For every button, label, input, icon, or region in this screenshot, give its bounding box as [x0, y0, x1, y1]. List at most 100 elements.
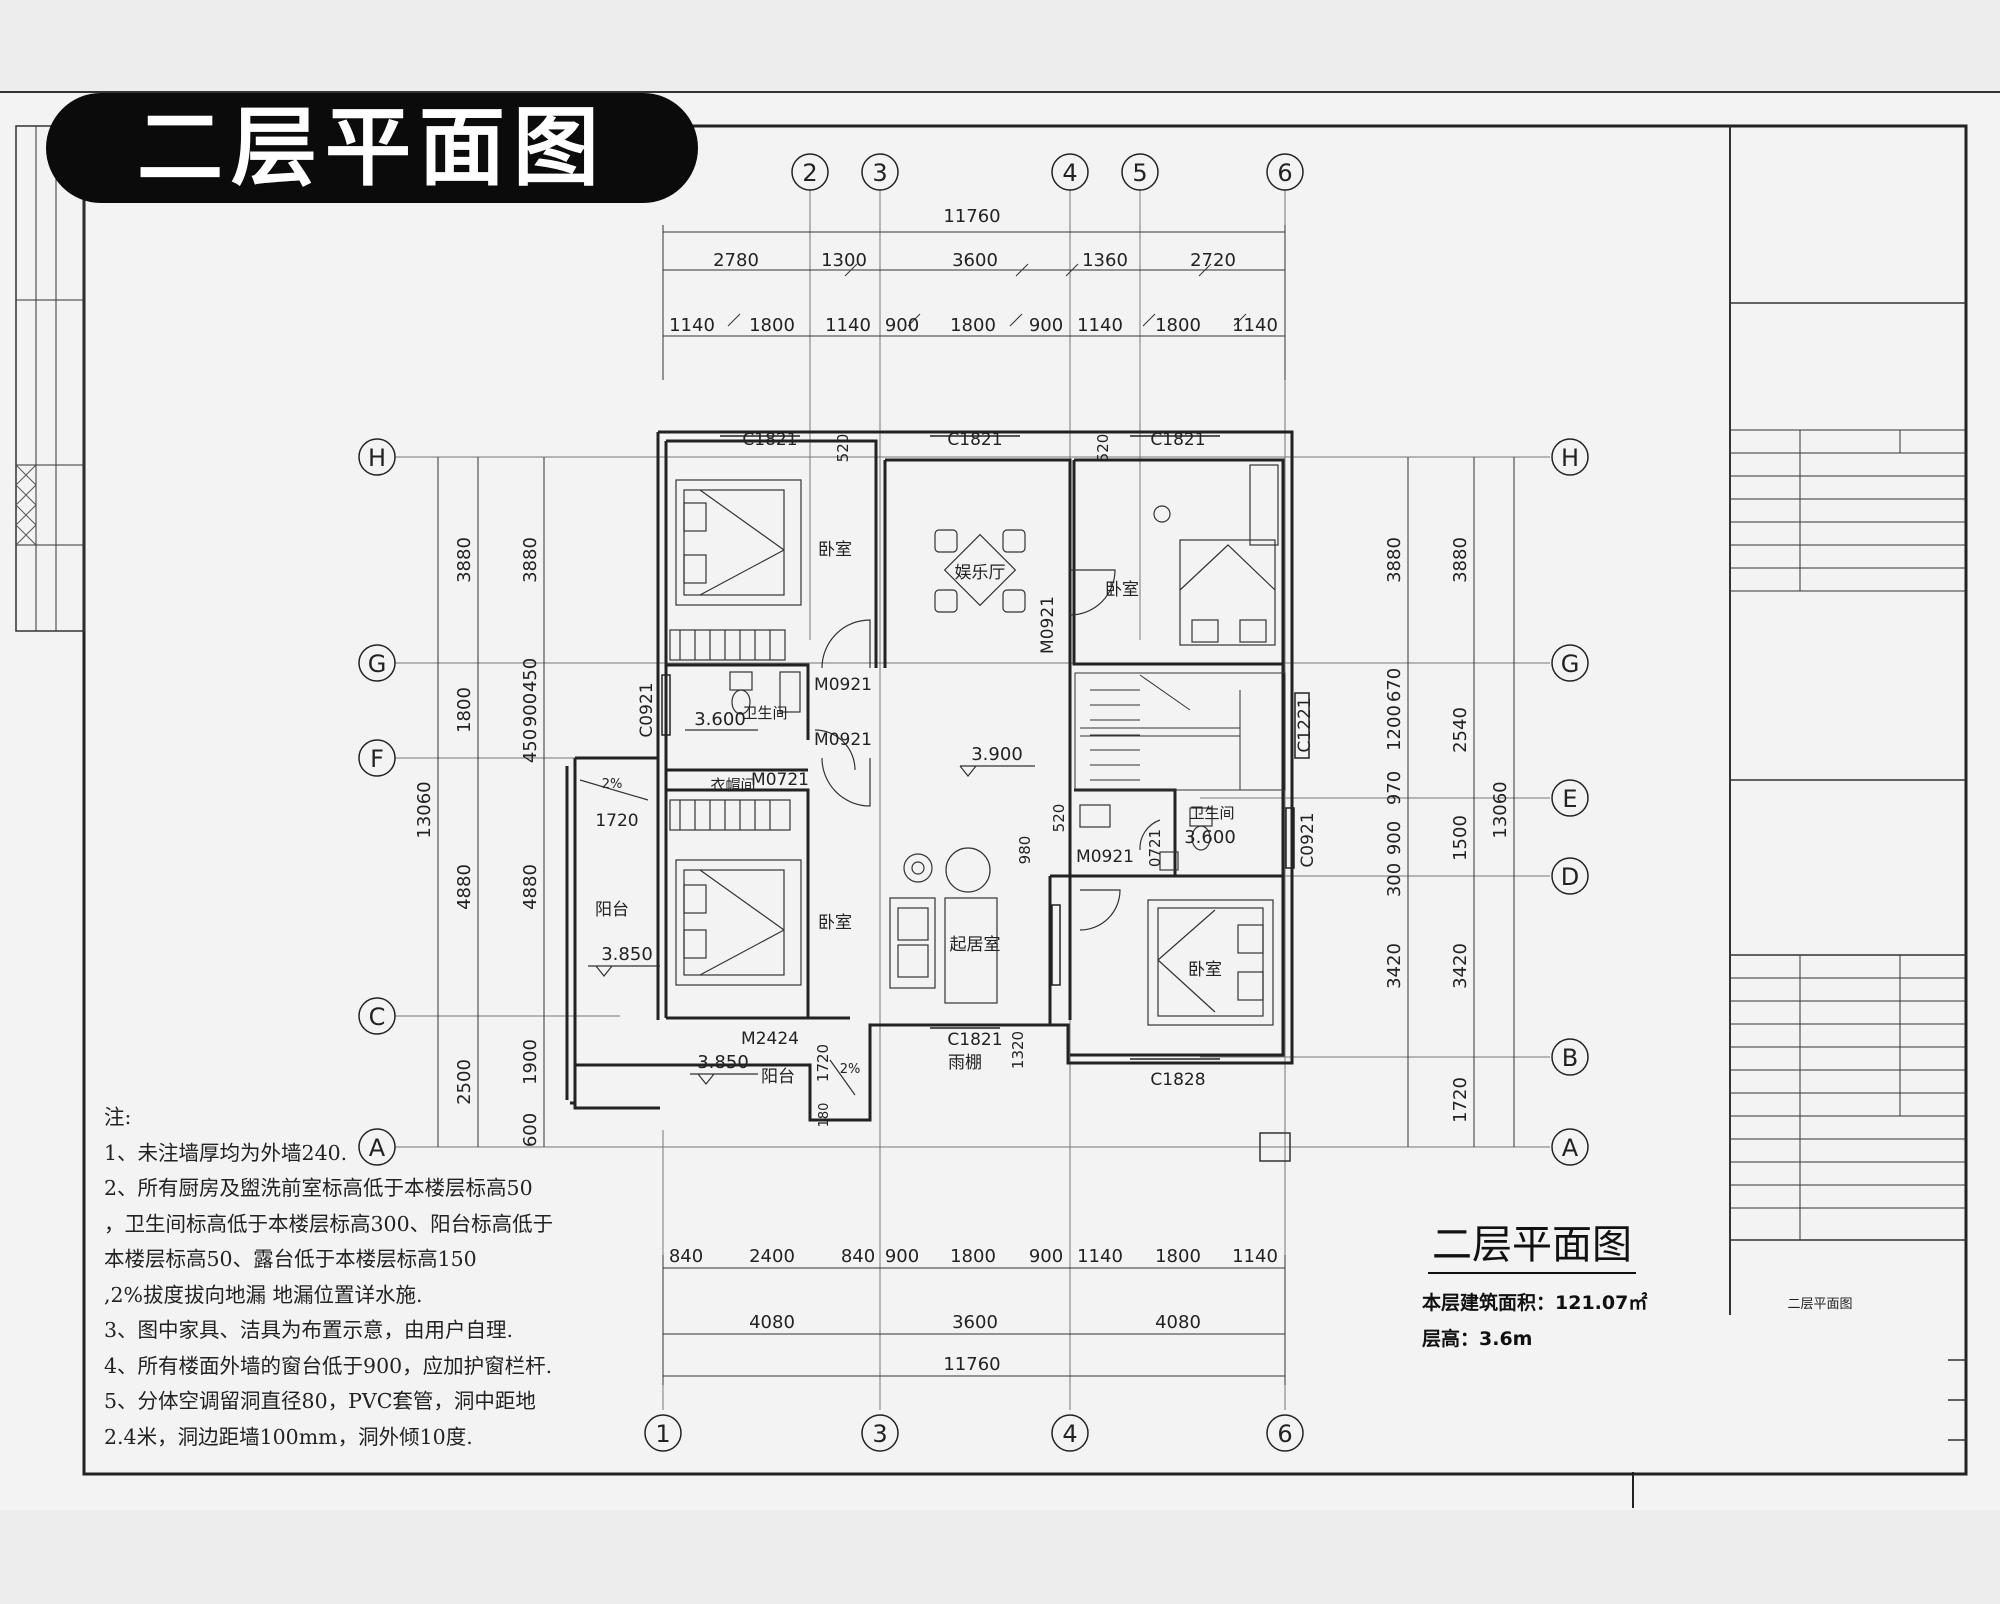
window-label: C1828 — [1150, 1070, 1205, 1090]
dim-text: 2720 — [1190, 250, 1236, 271]
axis-label-top: 5 — [1132, 159, 1147, 187]
axis-label-top: 2 — [802, 159, 817, 187]
windows — [661, 435, 1310, 1060]
dim-text: 520 — [1050, 804, 1068, 833]
window-label: C0921 — [1298, 812, 1318, 867]
axis-label-left: A — [369, 1134, 386, 1162]
note-line: 2.4米，洞边距墙100mm，洞外倾10度. — [104, 1424, 473, 1449]
dim-text: 4880 — [520, 864, 541, 910]
bed-icon — [675, 479, 802, 606]
axis-label-left: H — [368, 444, 386, 472]
dim-text: 1200 — [1384, 705, 1405, 751]
dim-text: 1140 — [1077, 315, 1123, 336]
title-banner — [46, 93, 698, 203]
note-line: ,2%拔度拔向地漏 地漏位置详水施. — [104, 1282, 423, 1307]
door-label: 0721 — [1146, 829, 1164, 867]
elevation-label: 3.900 — [971, 744, 1023, 765]
dim-text: 450 — [520, 729, 541, 763]
axis-label-bottom: 1 — [655, 1420, 670, 1448]
dim-text: 11760 — [943, 1354, 1000, 1375]
dim-text: 1140 — [825, 315, 871, 336]
column-marker — [1259, 1132, 1291, 1162]
plan-title: 二层平面图 — [1428, 1212, 1636, 1274]
dim-text: 1720 — [595, 811, 638, 831]
dim-text: 4080 — [1155, 1312, 1201, 1333]
building-walls — [565, 430, 1294, 1122]
axis-label-right: A — [1562, 1134, 1579, 1162]
axis-label-top: 3 — [872, 159, 887, 187]
axis-label-left: F — [370, 745, 384, 773]
room-label-bathroom: 卫生间 — [1189, 804, 1234, 822]
elevation-label: 3.600 — [1184, 827, 1236, 848]
axis-label-left: G — [368, 650, 387, 678]
bed-icon — [1147, 899, 1274, 1026]
notes-heading: 注: — [104, 1105, 132, 1129]
dim-text: 3880 — [1450, 537, 1471, 583]
note-line: ，卫生间标高低于本楼层标高300、阳台标高低于 — [104, 1211, 554, 1236]
room-label-canopy: 雨棚 — [948, 1053, 982, 1073]
dim-text: 1360 — [1082, 250, 1128, 271]
dim-text: 900 — [1029, 1246, 1063, 1267]
room-label-living: 起居室 — [950, 935, 1001, 955]
dim-text: 970 — [1384, 771, 1405, 805]
dim-text: 1800 — [1155, 315, 1201, 336]
dim-text: 1320 — [1009, 1031, 1027, 1069]
axis-label-right: G — [1561, 650, 1580, 678]
elevation-label: 3.850 — [697, 1052, 749, 1073]
dim-text: 3880 — [454, 537, 475, 583]
elevation-label: 3.850 — [601, 944, 653, 965]
room-label-bedroom: 卧室 — [1105, 580, 1139, 600]
note-line: 1、未注墙厚均为外墙240. — [104, 1140, 348, 1165]
dim-text: 4080 — [749, 1312, 795, 1333]
axis-label-bottom: 3 — [872, 1420, 887, 1448]
room-label-balcony: 阳台 — [761, 1067, 795, 1087]
door-label: M0921 — [814, 730, 872, 750]
paper — [0, 92, 2000, 1510]
dim-text: 900 — [885, 315, 919, 336]
dim-text: 3880 — [1384, 537, 1405, 583]
room-label-bedroom: 卧室 — [818, 913, 852, 933]
bed-icon — [1179, 539, 1276, 646]
floor-height: 层高：3.6m — [1422, 1328, 1533, 1350]
dim-text: 900 — [885, 1246, 919, 1267]
door-label: M0921 — [814, 675, 872, 695]
dim-text: 11760 — [943, 206, 1000, 227]
dim-text: 900 — [520, 693, 541, 727]
dim-text: 1800 — [950, 1246, 996, 1267]
dim-text: 1140 — [1232, 1246, 1278, 1267]
dim-text: 1800 — [1155, 1246, 1201, 1267]
axis-bubbles[interactable] — [358, 153, 1589, 1452]
window-label: C1821 — [947, 1030, 1002, 1050]
window-label: C1821 — [1150, 430, 1205, 450]
dim-text: 1140 — [669, 315, 715, 336]
axis-label-bottom: 4 — [1062, 1420, 1077, 1448]
axis-label-right: H — [1561, 444, 1579, 472]
drawing-frame — [82, 124, 1968, 1476]
coffee-table-icon — [944, 897, 998, 1004]
lamp-icon — [903, 853, 933, 883]
dim-text: 1140 — [1077, 1246, 1123, 1267]
room-label-bathroom: 卫生间 — [742, 704, 787, 722]
sofa-icon — [889, 897, 936, 989]
dim-text: 2500 — [454, 1059, 475, 1105]
dim-text: 180 — [817, 1103, 832, 1128]
dim-text: 520 — [1094, 434, 1112, 463]
dim-text: 1900 — [520, 1039, 541, 1085]
staircase — [1074, 672, 1286, 791]
note-line: 2、所有厨房及盥洗前室标高低于本楼层标高50 — [104, 1176, 533, 1200]
dim-text: 1800 — [950, 315, 996, 336]
room-label-balcony: 阳台 — [595, 900, 629, 920]
dim-text: 2780 — [713, 250, 759, 271]
dimension-lines — [437, 225, 1515, 1385]
dim-text: 13060 — [1490, 781, 1511, 838]
dim-text: 600 — [520, 1113, 541, 1147]
note-line: 本楼层标高50、露台低于本楼层标高150 — [104, 1247, 477, 1271]
dim-text: 3600 — [952, 250, 998, 271]
dim-text: 3600 — [952, 1312, 998, 1333]
dim-text: 840 — [669, 1246, 703, 1267]
dim-text: 900 — [1029, 315, 1063, 336]
dim-text: 1500 — [1450, 815, 1471, 861]
window-label: C1221 — [1295, 697, 1315, 752]
banner-title: 二层平面图 — [137, 98, 607, 198]
